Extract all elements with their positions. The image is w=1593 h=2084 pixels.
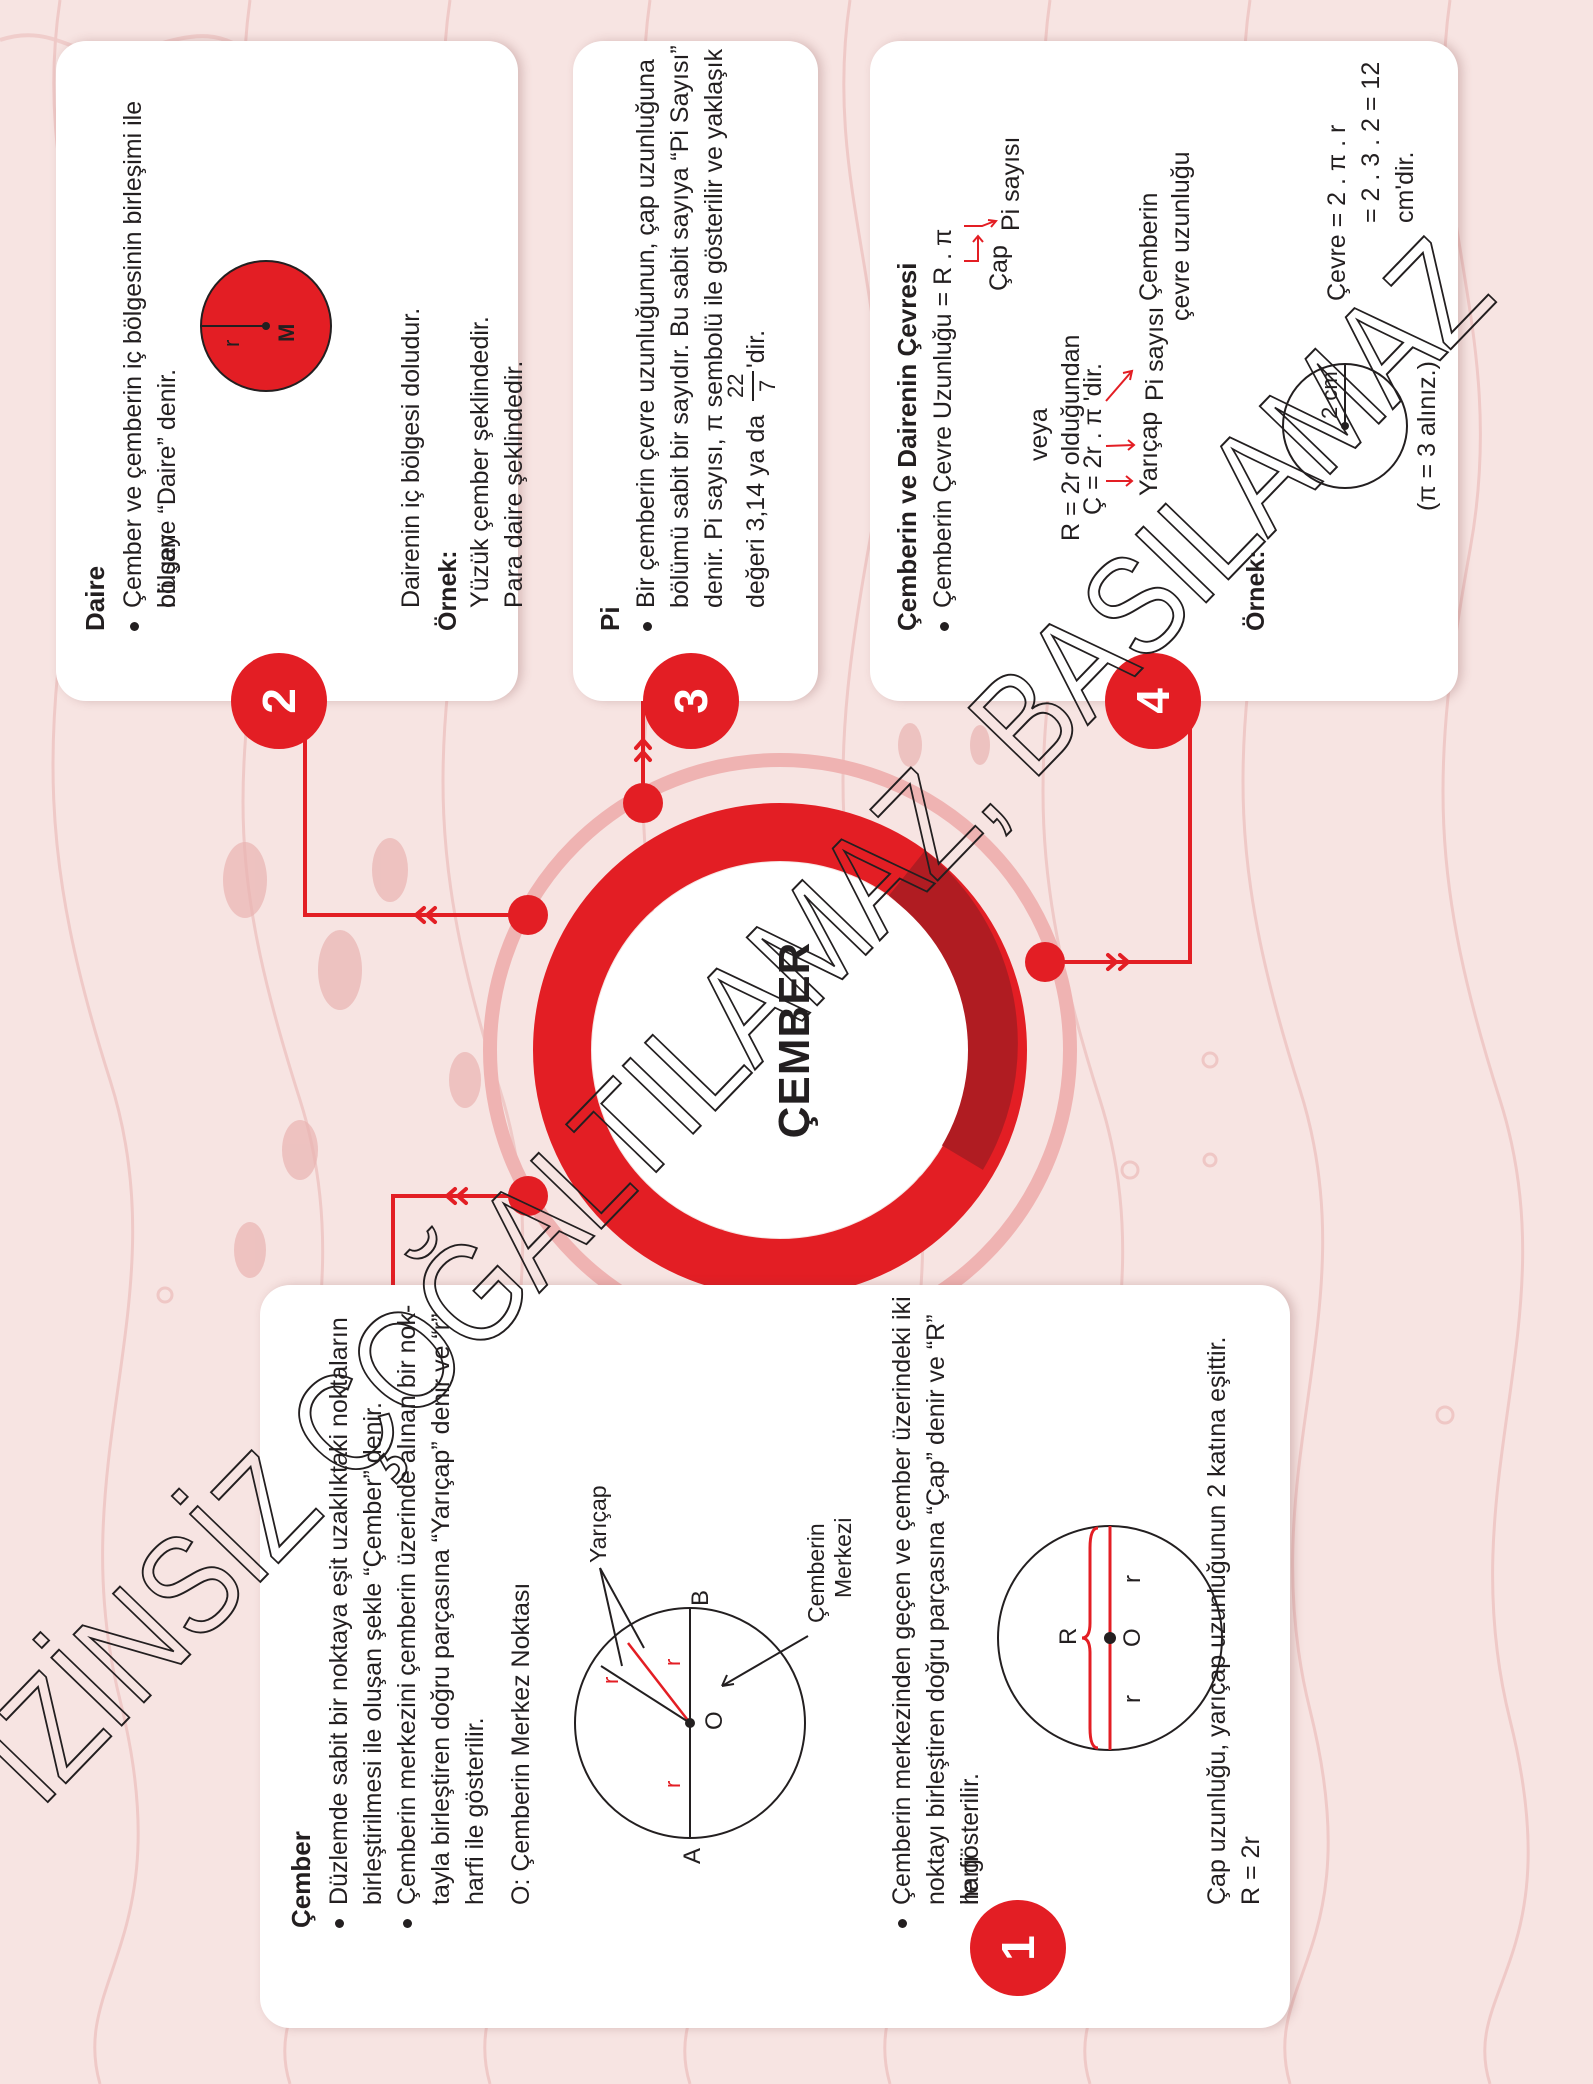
text-line: Düzlemde sabit bir noktaya eşit uzaklıkt… (325, 1317, 353, 1905)
card-number-badge: 3 (643, 653, 739, 749)
text-line: Dairenin iç bölgesi doludur. (397, 307, 425, 608)
text-line: bölgeye “Daire” denir. (153, 368, 181, 608)
radius-label: r (1119, 1695, 1146, 1703)
center-m-label: M (274, 324, 299, 342)
connector-2 (303, 700, 528, 917)
fraction-denominator: 7 (755, 379, 780, 392)
card-title: Çember (286, 1831, 316, 1928)
radius-label: r (598, 1677, 623, 1684)
merkez-label: Çemberin (803, 1523, 829, 1623)
filled-disc-figure: r M (200, 260, 332, 392)
formula-line: Ç = 2r . π 'dir. (1079, 363, 1107, 515)
diameter-figure: R O r r (997, 1525, 1223, 1751)
radius-label: r (660, 1781, 685, 1788)
text-line: Yüzük çember şeklindedir. (466, 316, 494, 608)
radius-label: r (660, 1659, 685, 1666)
center-o-label: O (701, 1711, 728, 1730)
card-number-badge: 2 (231, 653, 327, 749)
text-line: ile gösterilir. (956, 1773, 984, 1905)
text-line: harfi ile gösterilir. (461, 1717, 489, 1905)
point-b-label: B (687, 1590, 714, 1606)
formula-arrows (964, 219, 1136, 487)
example-label: Örnek: (434, 550, 462, 631)
label-pi-sayisi: Pi sayısı (997, 136, 1025, 231)
text-line: Bir çemberin çevre uzunluğunun, çap uzun… (632, 59, 660, 608)
diameter-R-label: R (1055, 1628, 1082, 1645)
node-3 (623, 783, 663, 823)
bullet (403, 1919, 412, 1928)
card-cevre: 4 Çemberin ve Dairenin Çevresi Çemberin … (870, 41, 1458, 749)
node-2 (508, 895, 548, 935)
text-line: R = 2r (1237, 1836, 1265, 1905)
label-cap: Çap (985, 245, 1013, 291)
text-line: Çemberin merkezini çemberin üzerinde alı… (393, 1304, 421, 1905)
center-disc (592, 862, 968, 1238)
example-circle: 2 cm (1282, 363, 1408, 489)
card-daire: 2 Daire Çember ve çemberin iç bölgesinin… (56, 41, 528, 749)
text-line: değeri 3,14 ya da (742, 414, 770, 608)
example-label: Örnek: (1242, 550, 1270, 631)
radius-label: r (219, 340, 244, 347)
text-line: O: Çemberin Merkez Noktası (507, 1582, 535, 1905)
pi-note: (π = 3 alınız.) (1413, 361, 1441, 511)
text-line: Çemberin merkezinden geçen ve çember üze… (888, 1296, 916, 1905)
label-cevre: çevre uzunluğu (1167, 151, 1195, 321)
calc-line: Çevre = 2 . π . r (1323, 124, 1351, 301)
text-line: Çap uzunluğu, yarıçap uzunluğunun 2 katı… (1203, 1336, 1231, 1905)
node-1 (508, 1176, 548, 1216)
merkez-label: Merkezi (830, 1517, 856, 1598)
radius-value-label: 2 cm (1317, 371, 1342, 419)
yaricap-label: Yarıçap (585, 1485, 611, 1563)
text-line: denir. Pi sayısı, π sembolü ile gösteril… (700, 48, 728, 608)
bullet (130, 622, 139, 631)
ring-dark-segment (888, 850, 1018, 1170)
card-cember: 1 Çember Düzlemde sabit bir noktaya eşit… (260, 1285, 1290, 2028)
arrow-chevrons-2 (412, 906, 437, 924)
card-number-badge: 1 (970, 1900, 1066, 1996)
text-line: veya (1025, 408, 1053, 461)
bullet (643, 622, 652, 631)
node-4 (1025, 942, 1065, 982)
calc-line: = 2 . 3 . 2 = 12 cm'dir. (1357, 61, 1419, 223)
text-line: bölümü sabit bir sayıdır. Bu sabit sayıy… (666, 45, 694, 608)
bullet (335, 1919, 344, 1928)
card-title: Daire (80, 565, 110, 631)
center-title: ÇEMBER (770, 941, 819, 1139)
arrow-chevrons-4 (1106, 953, 1132, 971)
text-line: tayla birleştiren doğru parçasına “Yarıç… (427, 1313, 455, 1905)
text-line: Para daire şeklindedir. (500, 360, 528, 608)
radius-figure: A B O r r r Yarıçap Çemberin Merkezi (574, 1485, 856, 1864)
bullet (898, 1919, 907, 1928)
label-yaricap: Yarıçap (1135, 411, 1163, 496)
fraction-numerator: 22 (723, 373, 748, 398)
fraction-bar (752, 371, 754, 401)
arrow-chevrons-3 (634, 736, 652, 762)
text-line: birleştirilmesi ile oluşan şekle “Çember… (359, 1402, 387, 1905)
point-a-label: A (679, 1848, 706, 1864)
text-line: 'dir. (742, 329, 770, 368)
center-o-label: O (1119, 1628, 1146, 1647)
label-cevre: Çemberin (1135, 192, 1163, 301)
card-pi: 3 Pi Bir çemberin çevre uzunluğunun, çap… (573, 41, 818, 749)
radius-label: r (1119, 1575, 1146, 1583)
arrow-chevrons-1 (443, 1187, 468, 1205)
connector-4 (1045, 700, 1192, 964)
card-title: Pi (595, 606, 625, 631)
